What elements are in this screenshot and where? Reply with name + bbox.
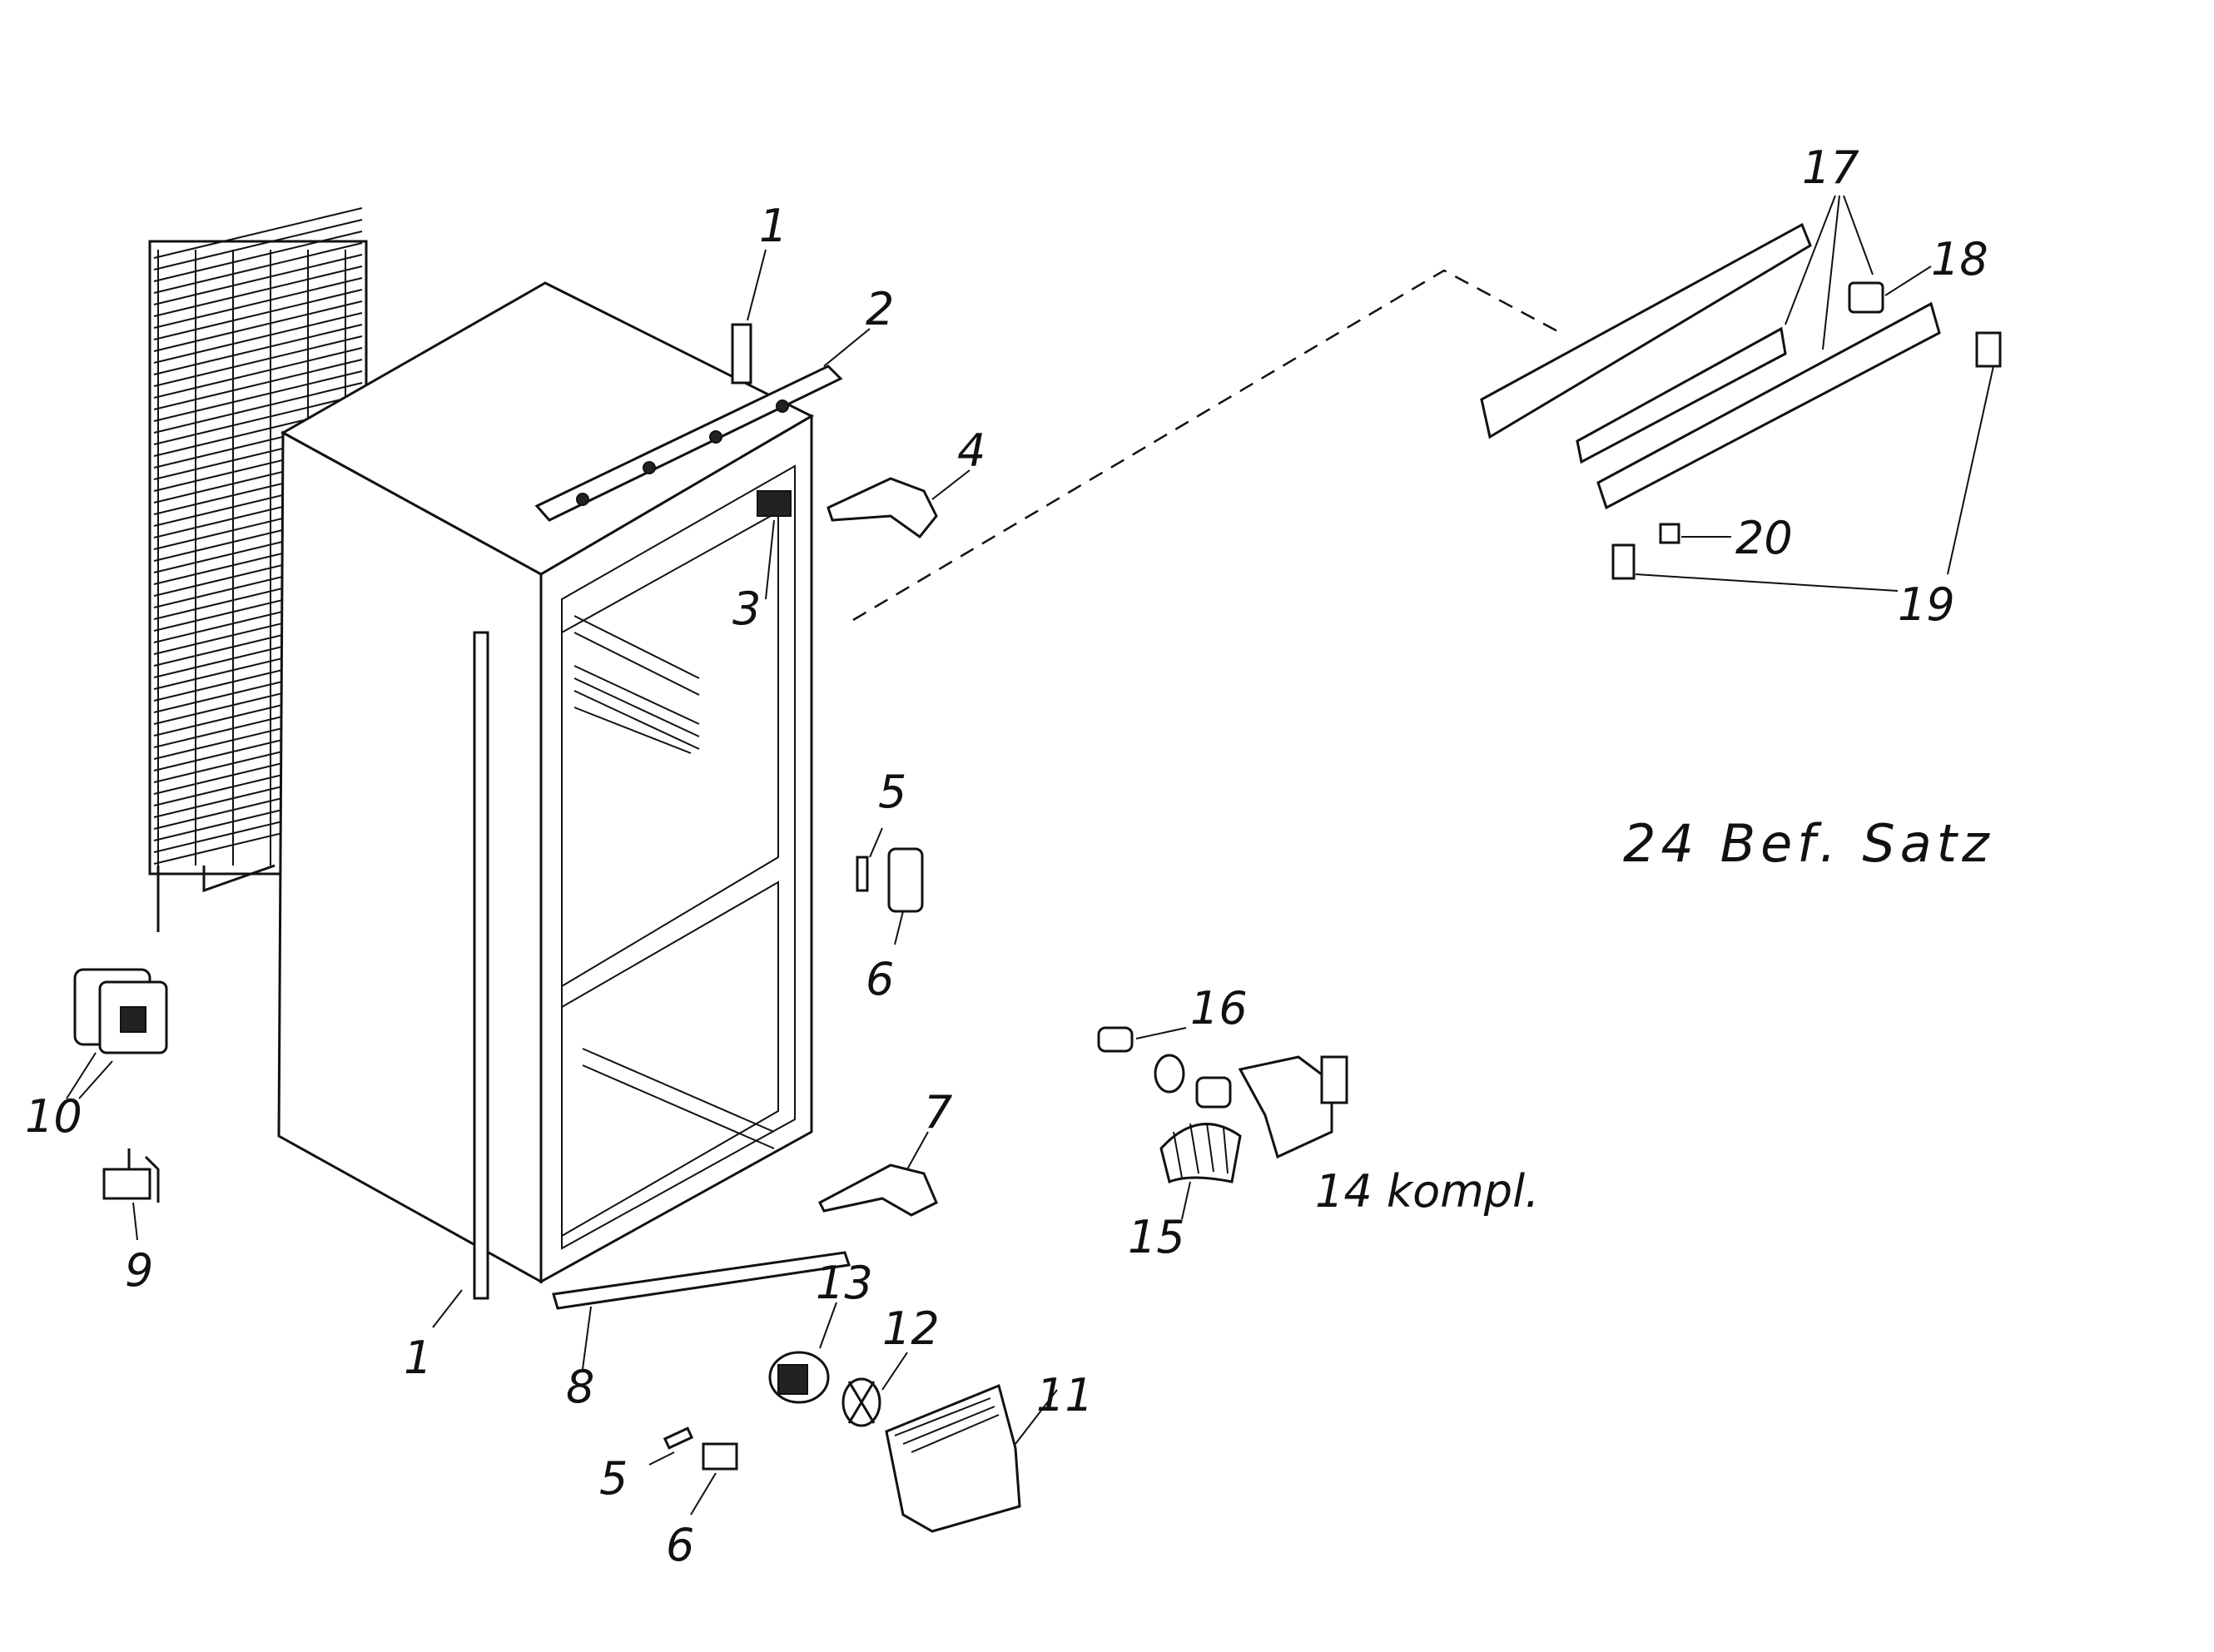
label-18: 18 [1931, 233, 1988, 285]
label-6-upper: 6 [866, 953, 894, 1005]
label-1-top: 1 [759, 200, 787, 252]
label-13: 13 [816, 1257, 873, 1309]
part-1-post [731, 323, 752, 384]
part-18-clip [1848, 281, 1884, 314]
label-9: 9 [125, 1244, 153, 1297]
part-12-fan [841, 1377, 881, 1427]
label-16: 16 [1190, 982, 1248, 1034]
part-10-relay [73, 968, 168, 1054]
part-2-top-rail [534, 365, 843, 522]
label-19: 19 [1898, 578, 1955, 631]
part-7-hinge [818, 1163, 938, 1217]
label-4: 4 [957, 424, 985, 477]
part-11-cover [885, 1383, 1021, 1533]
part-4-hinge [827, 477, 938, 539]
part-5-pin-lower [663, 1426, 694, 1450]
label-2: 2 [866, 283, 894, 335]
part-15-lamp-cover [1159, 1123, 1242, 1184]
part-17-handles [1480, 222, 1941, 510]
part-3-switch [757, 490, 792, 517]
label-12: 12 [882, 1302, 940, 1355]
label-1-bottom: 1 [404, 1332, 432, 1384]
label-6-lower: 6 [666, 1519, 694, 1571]
part-19-cap-left [1611, 543, 1636, 580]
part-19-cap-right [1975, 331, 2002, 368]
part-14-lamp-assembly [1097, 1026, 1348, 1159]
part-20-insert [1659, 523, 1680, 544]
part-13-motor [768, 1351, 830, 1404]
refrigerator-cabinet [277, 281, 815, 1300]
part-5-pin-upper [856, 856, 869, 892]
label-10: 10 [25, 1090, 82, 1143]
part-8-strip [552, 1251, 851, 1310]
label-7: 7 [924, 1086, 952, 1139]
part-6-cap-lower [702, 1442, 738, 1471]
label-24: 24 Bef. Satz [1623, 813, 1994, 874]
dashed-reference-line [852, 269, 1561, 622]
label-3: 3 [732, 583, 761, 635]
label-11: 11 [1036, 1369, 1094, 1421]
part-6-cap-upper [887, 847, 924, 913]
label-15: 15 [1128, 1211, 1185, 1263]
part-9-bracket [102, 1148, 160, 1203]
label-20: 20 [1735, 512, 1793, 564]
leader-lines [66, 195, 1994, 1516]
label-8: 8 [566, 1361, 594, 1413]
label-17: 17 [1802, 141, 1859, 194]
label-14: 14 kompl. [1315, 1165, 1539, 1218]
label-5-lower: 5 [599, 1452, 628, 1505]
label-5-upper: 5 [878, 766, 906, 818]
part-labels: 1 2 3 4 5 6 7 1 8 9 10 11 12 13 5 6 14 k… [25, 141, 1994, 1571]
